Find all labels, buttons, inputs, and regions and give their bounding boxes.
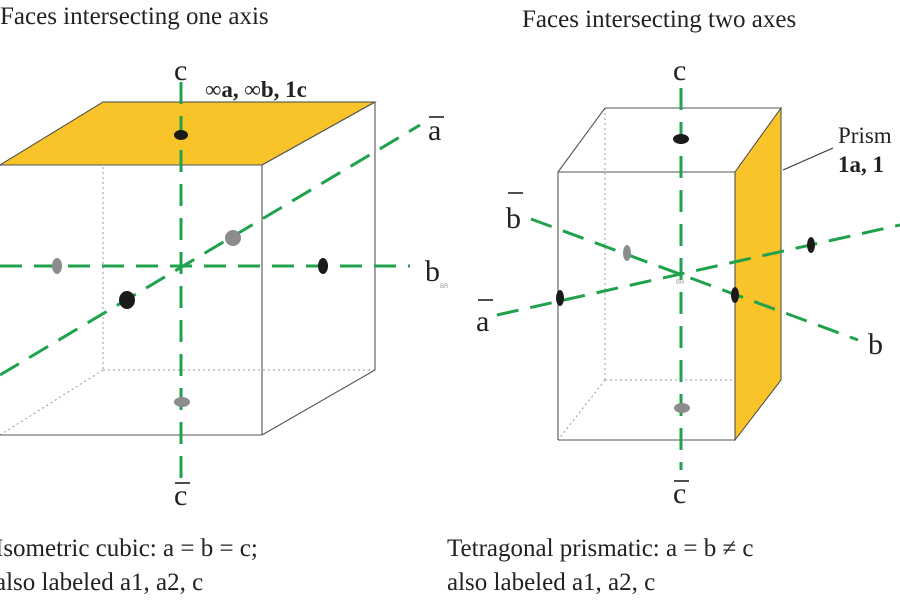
right-watermark: BR [676,280,685,286]
left-dot-a-back [225,230,241,246]
left-dot-bottom [174,397,190,407]
left-dot-a-front [119,291,135,309]
right-prism-edges [557,107,781,441]
left-watermark: BR [440,284,449,290]
left-axis-label-c: c [174,54,187,87]
right-a-axis [496,223,900,317]
right-face-label-line2: 1a, 1 [838,152,884,177]
right-dot-top [673,134,689,144]
right-dot-b-front [731,287,739,303]
left-dot-b-back [52,258,62,274]
right-dot-a-back [807,237,815,253]
right-face-label-line1: Prism [838,123,892,148]
left-dot-b-front [318,258,328,274]
left-face-label: ∞a, ∞b, 1c [205,77,307,102]
right-heading: Faces intersecting two axes [522,6,796,33]
left-axis-label-c-bar: c [174,479,187,512]
right-dot-bottom [674,403,690,413]
left-axes [0,82,421,478]
right-axis-label-a-bar: a [476,305,489,338]
left-caption-line1: Isometric cubic: a = b = c; [0,535,258,562]
right-prism-face [734,106,782,442]
right-dot-b-back [623,245,631,261]
left-caption-line2: also labeled a1, a2, c [0,569,203,596]
right-axis-label-c: c [673,54,686,87]
left-dot-top [174,130,188,140]
left-a-axis [0,123,421,377]
left-axis-label-a-bar: a [428,114,441,147]
left-panel: Faces intersecting one axis [0,3,449,596]
right-caption-line2: also labeled a1, a2, c [447,569,655,596]
right-axis-label-b: b [868,328,883,361]
left-heading: Faces intersecting one axis [0,3,269,30]
left-cube-edges [0,101,376,436]
right-panel: Faces intersecting two axes [447,6,900,596]
left-axis-label-b: b [425,255,440,288]
right-b-axis [530,217,859,342]
right-axis-label-b-bar: b [506,202,521,235]
right-face-leader [782,147,834,171]
right-axis-label-c-bar: c [673,477,686,510]
right-dot-a-front [556,290,564,306]
right-caption-line1: Tetragonal prismatic: a = b ≠ c [447,535,754,562]
left-hidden-edges [0,102,375,436]
